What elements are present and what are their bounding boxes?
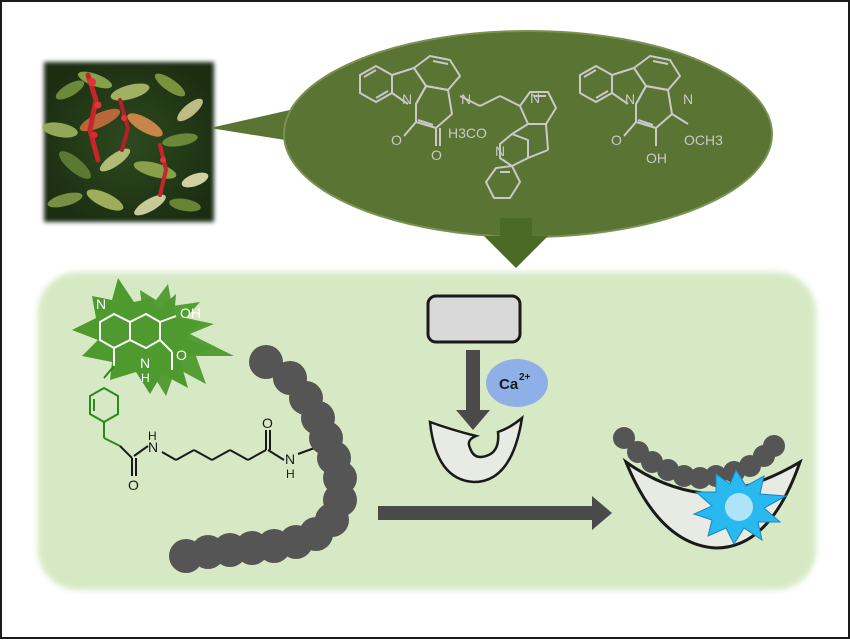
- process-arrow: [378, 496, 612, 530]
- plant-photo: [42, 62, 214, 222]
- atom-och3-label: OCH3: [684, 132, 723, 148]
- calcium-badge: [486, 359, 548, 407]
- atom-o-1: O: [391, 132, 402, 148]
- probe-atom-oh: OH: [180, 305, 201, 321]
- chain-left-bead: [169, 539, 203, 573]
- fluorescent-probe: N OH O N H O N H O N H: [72, 278, 321, 493]
- probe-atom-nh-h: H: [141, 371, 150, 385]
- calcium-symbol: Ca: [499, 376, 519, 393]
- atom-n-2: N: [461, 91, 471, 107]
- chain-left-bead: [249, 345, 283, 379]
- atom-oh-label: OH: [646, 150, 667, 166]
- chain-right-bead: [689, 467, 711, 489]
- atom-n-6: N: [683, 91, 693, 107]
- fluorescence-signal: [692, 468, 788, 546]
- chain-right-bead: [613, 427, 635, 449]
- polymer-bead-chain: [169, 345, 357, 573]
- atom-o-2: O: [431, 147, 442, 163]
- reagent-arrow: [456, 350, 490, 430]
- linker-atom-o-left: O: [128, 477, 139, 493]
- atom-n-4: N: [495, 143, 505, 159]
- binding-pocket: [428, 414, 524, 484]
- linker-atom-n-right: N: [285, 451, 295, 467]
- down-arrow: [484, 218, 548, 268]
- linker-atom-h-left: H: [148, 429, 157, 443]
- linker-atom-h-right: H: [286, 467, 295, 481]
- atom-o-3: O: [611, 132, 622, 148]
- probe-atom-o: O: [176, 347, 187, 363]
- atom-h3co-label: H3CO: [448, 125, 487, 141]
- atom-n-1: N: [402, 91, 412, 107]
- linker-atom-o-right: O: [262, 415, 273, 431]
- assay-panel: [38, 272, 816, 590]
- chain-right-bead: [673, 465, 695, 487]
- atom-n-3: N: [530, 90, 540, 106]
- canthinone-monomer-structure: [579, 55, 689, 146]
- calcium-charge: 2+: [519, 372, 531, 383]
- atom-n-5: N: [625, 91, 635, 107]
- blank-reagent-box: [426, 294, 522, 344]
- probe-atom-n: N: [96, 296, 106, 312]
- chain-right-bead: [763, 435, 785, 457]
- linker-atom-n-left: N: [148, 439, 158, 455]
- probe-atom-nh: N: [140, 355, 150, 371]
- bubble-atom-labels: N N N O O H3CO N N N O OH OCH3: [391, 90, 723, 166]
- canthinone-dimer-structure: [359, 55, 557, 199]
